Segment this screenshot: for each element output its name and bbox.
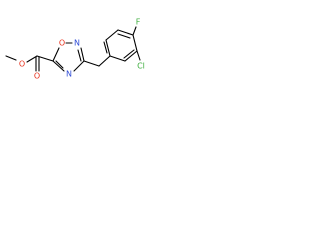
bond-carbonyl-ring: [36, 55, 54, 62]
bond-ch2-ring: [98, 55, 111, 67]
bond-n4-c5-b: [55, 60, 64, 69]
atom-o-ring: O: [59, 39, 65, 48]
bond-ar-cl: [136, 50, 141, 61]
bond-ar-f: [132, 26, 137, 36]
bond-n2-c3-b: [77, 49, 82, 62]
atom-cl: Cl: [137, 62, 145, 71]
atom-f: F: [136, 18, 141, 27]
atom-n-ring-bottom: N: [66, 70, 72, 79]
bond-o-carbonyl: [26, 55, 38, 63]
bond-ar-1: [105, 39, 111, 57]
bond-c3-ch2: [83, 60, 100, 67]
bond-n4-c5-a: [52, 60, 65, 72]
bond-ar-1-inner: [103, 41, 108, 54]
structure-diagram: O O O N N F Cl: [0, 0, 152, 152]
bond-ar-3: [117, 29, 134, 36]
bond-ar-5-inner: [123, 49, 135, 59]
bond-ar-5: [124, 50, 138, 62]
bond-methyl-o: [5, 55, 17, 61]
bond-c5-o1: [52, 47, 60, 62]
atom-n-ring-top: N: [74, 39, 80, 48]
bond-c3-n4: [73, 60, 85, 72]
bond-n2-c3-a: [80, 47, 85, 62]
bond-ar-2: [105, 29, 119, 41]
atom-o-ester: O: [19, 60, 25, 69]
atom-o-carbonyl: O: [34, 72, 40, 81]
bond-ar-4: [132, 34, 138, 52]
molecule-svg: O O O N N F Cl: [5, 18, 145, 81]
bond-ar-6: [109, 55, 126, 62]
bond-ar-3-inner: [117, 33, 131, 39]
